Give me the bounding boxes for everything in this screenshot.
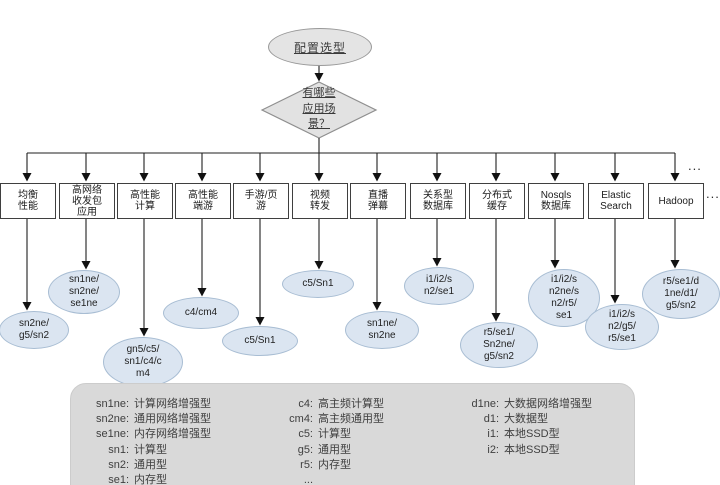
result-ellipse-balanced: sn2ne/ g5/sn2 bbox=[0, 311, 69, 349]
legend-row: sn2: 通用型 bbox=[79, 458, 211, 473]
legend-key: c4: bbox=[298, 398, 313, 410]
legend-row: i2: 本地SSD型 bbox=[443, 443, 592, 458]
legend-row: sn2ne: 通用网络增强型 bbox=[79, 412, 211, 427]
legend-key: ... bbox=[303, 474, 313, 485]
result-ellipse-live: sn1ne/ sn2ne bbox=[345, 311, 419, 349]
legend-value: 通用型 bbox=[318, 443, 351, 456]
legend-value: 通用型 bbox=[134, 458, 167, 471]
result-ellipse-cache: r5/se1/ Sn2ne/ g5/sn2 bbox=[460, 322, 538, 368]
legend-key: d1: bbox=[483, 413, 499, 426]
branch-box-relational-db: 关系型 数据库 bbox=[410, 183, 466, 219]
result-ellipse-relational-db: i1/i2/s n2/se1 bbox=[404, 267, 474, 305]
branch-box-nosql-db: Nosqls 数据库 bbox=[528, 183, 584, 219]
legend-row: cm4: 高主频通用型 bbox=[257, 412, 384, 427]
branch-box-video-forward: 视频 转发 bbox=[292, 183, 348, 219]
legend-value: 本地SSD型 bbox=[504, 443, 560, 456]
branch-box-hadoop: Hadoop bbox=[648, 183, 704, 219]
legend-value: 高主频通用型 bbox=[318, 413, 384, 426]
result-ellipse-client-game: c4/cm4 bbox=[163, 297, 239, 329]
legend-key: sn2: bbox=[108, 458, 129, 471]
legend-row: i1: 本地SSD型 bbox=[443, 427, 592, 442]
legend-key: cm4: bbox=[289, 413, 313, 426]
branch-box-distributed-cache: 分布式 缓存 bbox=[469, 183, 525, 219]
legend-panel: sn1ne: 计算网络增强型 sn2ne: 通用网络增强型 se1ne: 内存网络增强… bbox=[70, 383, 635, 485]
legend-row: sn1: 计算型 bbox=[79, 443, 211, 458]
ellipsis-more-right: ... bbox=[706, 186, 720, 201]
legend-value: 大数据网络增强型 bbox=[504, 398, 592, 410]
legend-row: se1ne: 内存网络增强型 bbox=[79, 427, 211, 442]
legend-row: d1ne: 大数据网络增强型 bbox=[443, 397, 592, 412]
legend-row: r5: 内存型 bbox=[257, 458, 384, 473]
legend-row: sn1ne: 计算网络增强型 bbox=[79, 397, 211, 412]
ellipsis-more-top: ... bbox=[688, 158, 702, 173]
legend-value: 计算型 bbox=[318, 428, 351, 441]
legend-key: i2: bbox=[487, 443, 499, 456]
legend-row: ... bbox=[257, 473, 384, 485]
legend-key: sn1ne: bbox=[95, 398, 129, 410]
legend-row: c4: 高主频计算型 bbox=[257, 397, 384, 412]
legend-column-c-series: c4: 高主频计算型 cm4: 高主频通用型 c5: 计算型 g5: 通用型 r5: 内存… bbox=[257, 397, 384, 485]
legend-key: i1: bbox=[487, 428, 499, 441]
legend-key: r5: bbox=[300, 458, 313, 471]
legend-value: 本地SSD型 bbox=[504, 428, 560, 441]
result-ellipse-video: c5/Sn1 bbox=[282, 270, 354, 298]
branch-box-live-danmaku: 直播 弹幕 bbox=[350, 183, 406, 219]
legend-row: c5: 计算型 bbox=[257, 427, 384, 442]
branch-box-high-network-packet: 高网络 收发包 应用 bbox=[59, 183, 115, 219]
legend-value: 计算型 bbox=[134, 443, 167, 456]
branch-box-mobile-web-game: 手游/页 游 bbox=[233, 183, 289, 219]
legend-column-sn-series: sn1ne: 计算网络增强型 sn2ne: 通用网络增强型 se1ne: 内存网络增强… bbox=[79, 397, 211, 485]
legend-value: 高主频计算型 bbox=[318, 398, 384, 410]
branch-box-hpc: 高性能 计算 bbox=[117, 183, 173, 219]
legend-row: g5: 通用型 bbox=[257, 443, 384, 458]
result-ellipse-mobile-game: c5/Sn1 bbox=[222, 326, 298, 356]
legend-value: 内存网络增强型 bbox=[134, 428, 211, 441]
result-ellipse-elastic: i1/i2/s n2/g5/ r5/se1 bbox=[585, 304, 659, 350]
legend-key: se1: bbox=[108, 474, 129, 485]
legend-key: d1ne: bbox=[471, 398, 499, 410]
legend-key: se1ne: bbox=[95, 428, 129, 441]
legend-key: g5: bbox=[297, 443, 313, 456]
result-ellipse-hadoop: r5/se1/d 1ne/d1/ g5/sn2 bbox=[642, 269, 720, 319]
legend-value: 大数据型 bbox=[504, 413, 548, 426]
legend-key: sn1: bbox=[108, 443, 129, 456]
result-ellipse-network: sn1ne/ sn2ne/ se1ne bbox=[48, 270, 120, 314]
branch-box-client-game: 高性能 端游 bbox=[175, 183, 231, 219]
legend-value: 内存型 bbox=[318, 458, 351, 471]
legend-value: 内存型 bbox=[134, 474, 167, 485]
decision-node-label: 有哪些 应用场 景？ bbox=[302, 87, 336, 130]
legend-key: sn2ne: bbox=[95, 413, 129, 426]
legend-row: se1: 内存型 bbox=[79, 473, 211, 485]
result-ellipse-hpc: gn5/c5/ sn1/c4/c m4 bbox=[103, 337, 183, 387]
legend-key: c5: bbox=[298, 428, 313, 441]
legend-value: 计算网络增强型 bbox=[134, 398, 211, 410]
legend-row: d1: 大数据型 bbox=[443, 412, 592, 427]
legend-column-d-series: d1ne: 大数据网络增强型 d1: 大数据型 i1: 本地SSD型 i2: 本地SSD… bbox=[443, 397, 592, 458]
decision-diamond-shape bbox=[260, 81, 378, 139]
branch-box-elastic-search: Elastic Search bbox=[588, 183, 644, 219]
branch-box-balanced-performance: 均衡 性能 bbox=[0, 183, 56, 219]
root-node-config-selection: 配置选型 bbox=[268, 28, 372, 66]
legend-value: 通用网络增强型 bbox=[134, 413, 211, 426]
